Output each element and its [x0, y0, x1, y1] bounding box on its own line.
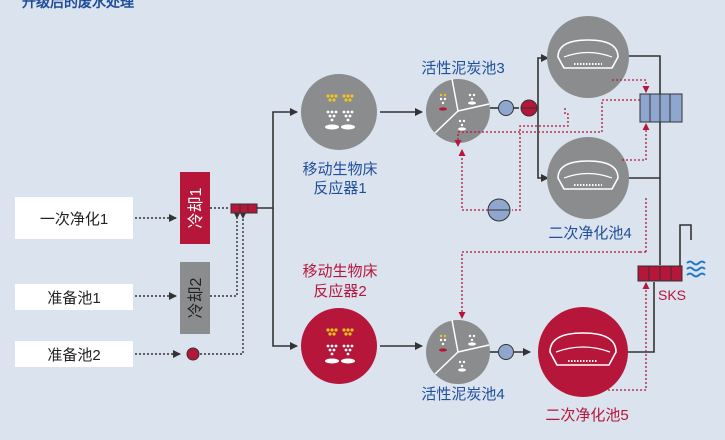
cooler-1: 冷却1 [180, 172, 210, 244]
reactor-1 [301, 74, 377, 150]
sks-outlet [637, 265, 683, 282]
water-discharge-icon [686, 260, 706, 278]
clarifier-5-label: 二次净化池5 [545, 407, 628, 424]
cooler-2: 冷却2 [180, 262, 210, 334]
page-title: 升级后的废水处理 [22, 0, 134, 10]
source-label-1: 一次净化1 [40, 211, 108, 228]
pump-top [498, 100, 514, 116]
clarifier-4-label: 二次净化池4 [548, 225, 631, 242]
pump-red-inlet [186, 347, 200, 361]
source-box-prep-tank-1: 准备池1 [15, 284, 133, 310]
cooler-1-label: 冷却1 [187, 187, 205, 228]
clarifier-4 [547, 137, 629, 219]
source-box-prep-tank-2: 准备池2 [15, 341, 133, 367]
reactor-2-label-line1: 移动生物床 [302, 263, 377, 280]
pump-bottom [498, 344, 514, 360]
reactor-1-label-line2: 反应器1 [313, 179, 366, 197]
carbon-tank-4-label: 活性泥炭池4 [421, 386, 504, 403]
valve-top-red [520, 99, 538, 117]
mixer [230, 203, 258, 214]
recirculation-pump [487, 198, 511, 222]
sludge-collector [639, 93, 683, 123]
clarifier-top [547, 16, 629, 98]
source-box-primary-clarifier: 一次净化1 [15, 197, 133, 239]
source-label-3: 准备池2 [47, 347, 100, 364]
source-label-2: 准备池1 [47, 290, 100, 307]
carbon-tank-3-label: 活性泥炭池3 [421, 60, 504, 77]
reactor-2-label-line2: 反应器2 [313, 282, 366, 300]
carbon-tank-3 [426, 78, 490, 143]
clarifier-5 [538, 307, 628, 397]
reactor-2 [301, 308, 377, 384]
cooler-2-label: 冷却2 [187, 277, 205, 318]
reactor-1-label-line1: 移动生物床 [302, 161, 377, 178]
carbon-tank-4 [426, 319, 490, 384]
sks-label: SKS [658, 287, 686, 303]
